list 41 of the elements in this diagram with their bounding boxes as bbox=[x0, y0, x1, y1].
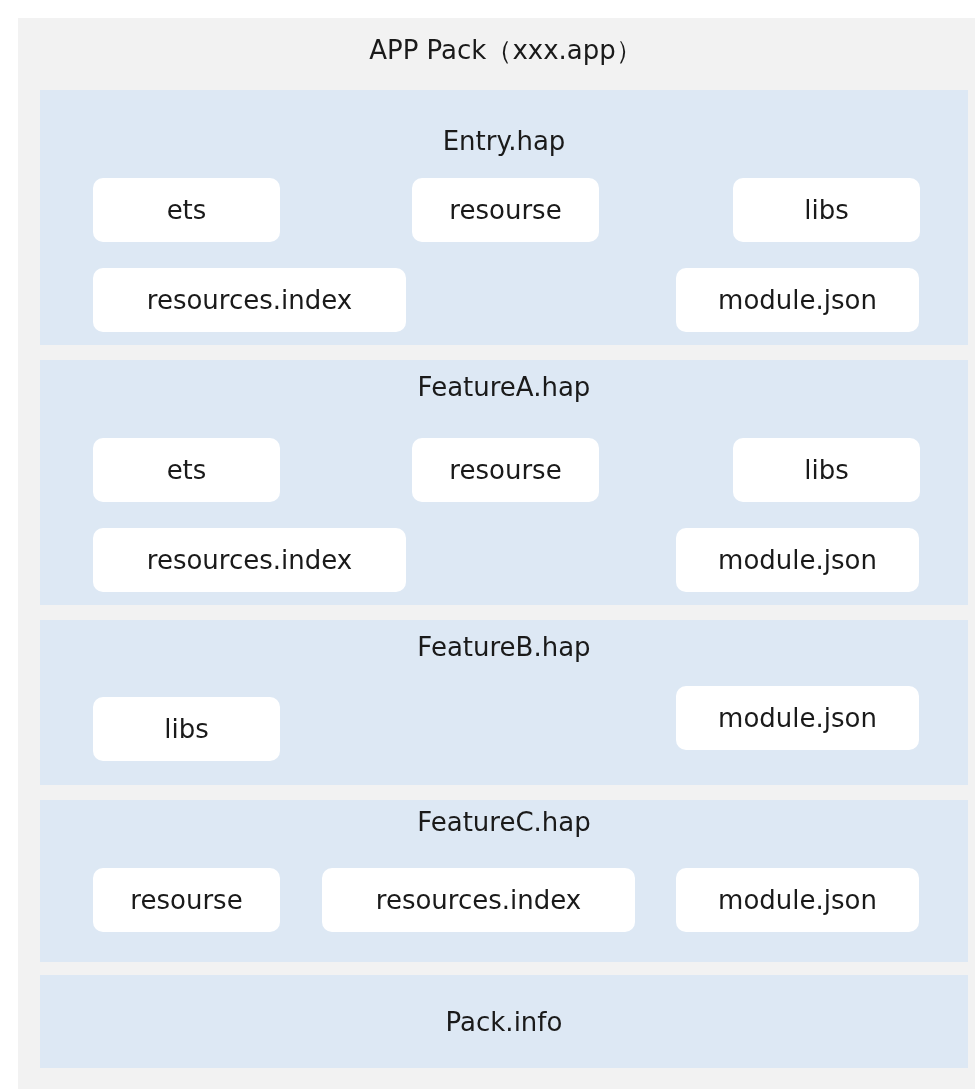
file-label: libs bbox=[804, 454, 849, 487]
file-box bbox=[676, 528, 919, 592]
file-box bbox=[93, 178, 280, 242]
file-label: module.json bbox=[718, 702, 877, 735]
file-box bbox=[733, 178, 920, 242]
file-label: ets bbox=[166, 194, 207, 227]
file-box bbox=[322, 868, 635, 932]
file-box bbox=[676, 268, 919, 332]
file-label: module.json bbox=[718, 884, 877, 917]
module-title: Entry.hap bbox=[441, 125, 567, 158]
file-label: libs bbox=[804, 194, 849, 227]
package-container bbox=[18, 18, 975, 1089]
package-title: APP Pack（xxx.app） bbox=[368, 34, 643, 67]
file-label: module.json bbox=[718, 284, 877, 317]
file-box bbox=[676, 686, 919, 750]
file-box bbox=[93, 697, 280, 761]
file-label: resources.index bbox=[375, 884, 582, 917]
module-title: FeatureA.hap bbox=[416, 371, 592, 404]
file-label: resourse bbox=[449, 454, 562, 487]
file-label: module.json bbox=[718, 544, 877, 577]
file-box bbox=[412, 178, 599, 242]
file-label: libs bbox=[164, 713, 209, 746]
file-label: resourse bbox=[449, 194, 562, 227]
module-panel bbox=[40, 620, 968, 785]
file-box bbox=[93, 868, 280, 932]
module-panel bbox=[40, 360, 968, 605]
file-box bbox=[93, 268, 406, 332]
file-label: resourse bbox=[130, 884, 243, 917]
module-title: FeatureB.hap bbox=[416, 631, 592, 664]
file-label: resources.index bbox=[146, 544, 353, 577]
file-box bbox=[676, 868, 919, 932]
file-box bbox=[93, 438, 280, 502]
module-title: Pack.info bbox=[444, 1005, 564, 1039]
file-label: resources.index bbox=[146, 284, 353, 317]
file-box bbox=[412, 438, 599, 502]
module-title: FeatureC.hap bbox=[416, 806, 592, 839]
module-panel bbox=[40, 90, 968, 345]
module-panel bbox=[40, 800, 968, 962]
file-box bbox=[733, 438, 920, 502]
file-box bbox=[93, 528, 406, 592]
file-label: ets bbox=[166, 454, 207, 487]
